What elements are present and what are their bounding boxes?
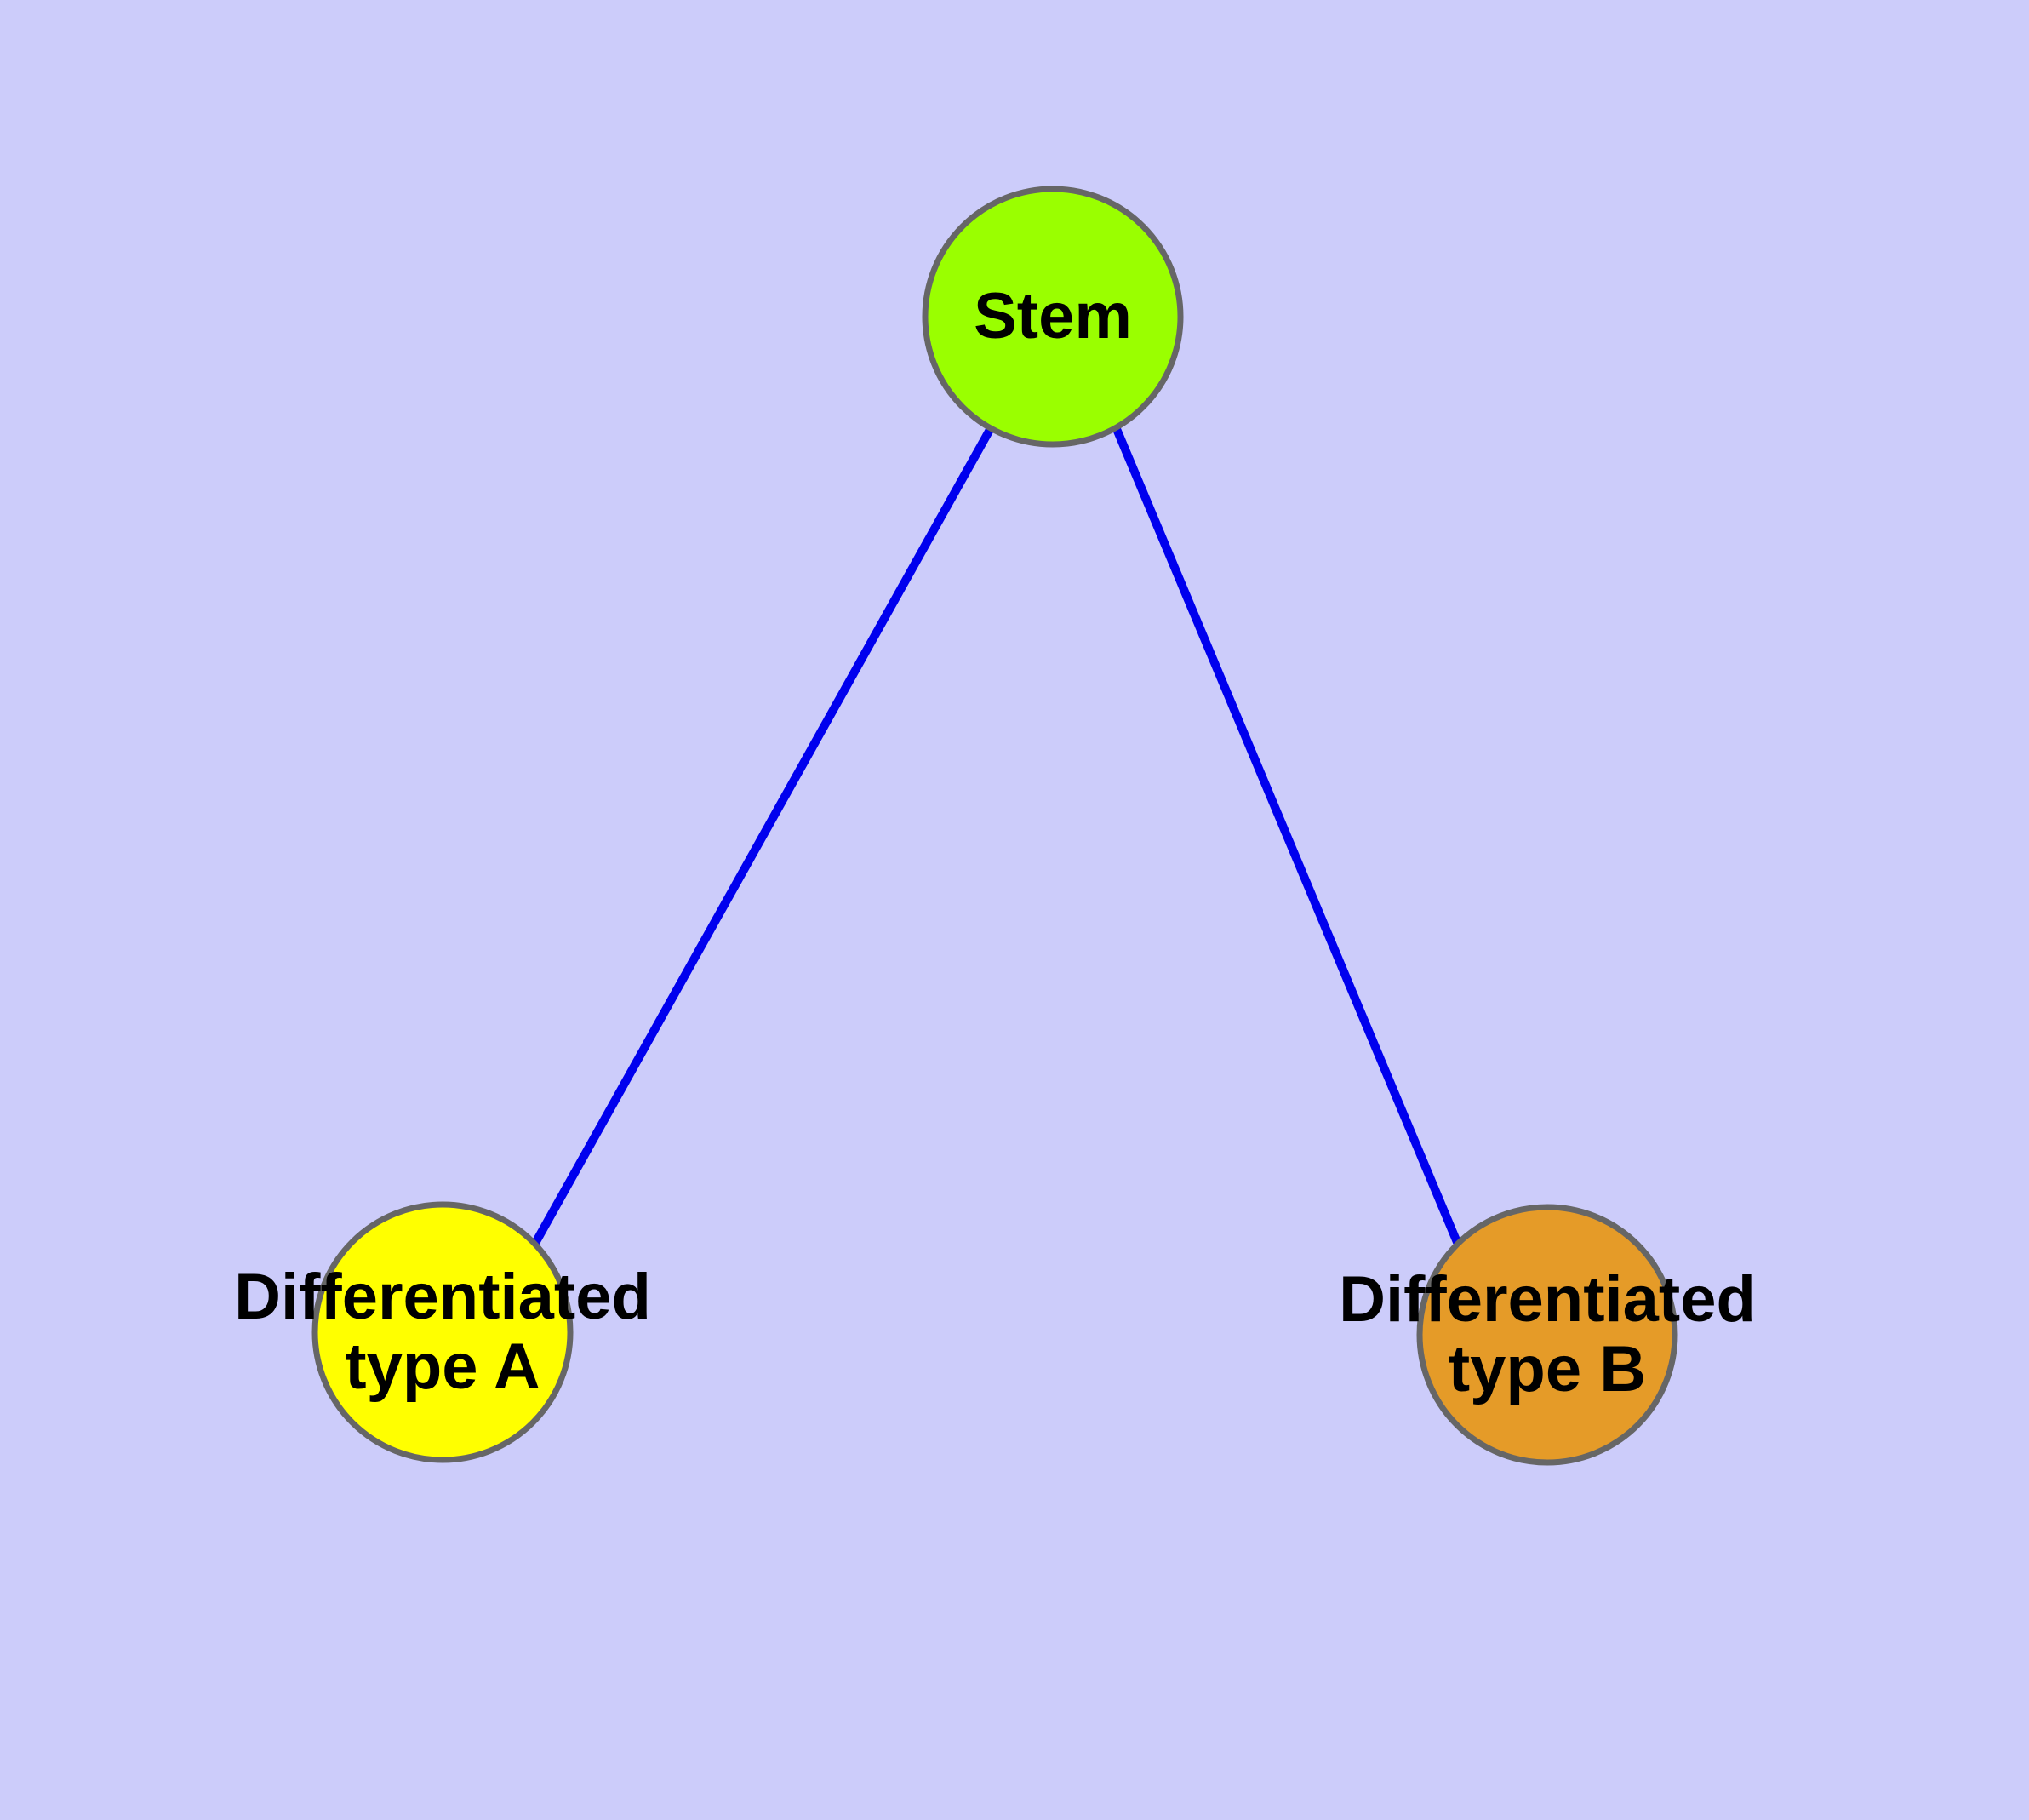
edge-stem-to-b[interactable] bbox=[1112, 427, 1463, 1248]
node-circle-diff-b[interactable] bbox=[1416, 1204, 1678, 1466]
node-layer bbox=[311, 186, 1678, 1466]
node-circle-stem[interactable] bbox=[922, 186, 1184, 448]
edge-stem-to-a[interactable] bbox=[530, 426, 995, 1247]
node-circle-diff-a[interactable] bbox=[311, 1201, 574, 1463]
edge-layer bbox=[530, 426, 1463, 1248]
